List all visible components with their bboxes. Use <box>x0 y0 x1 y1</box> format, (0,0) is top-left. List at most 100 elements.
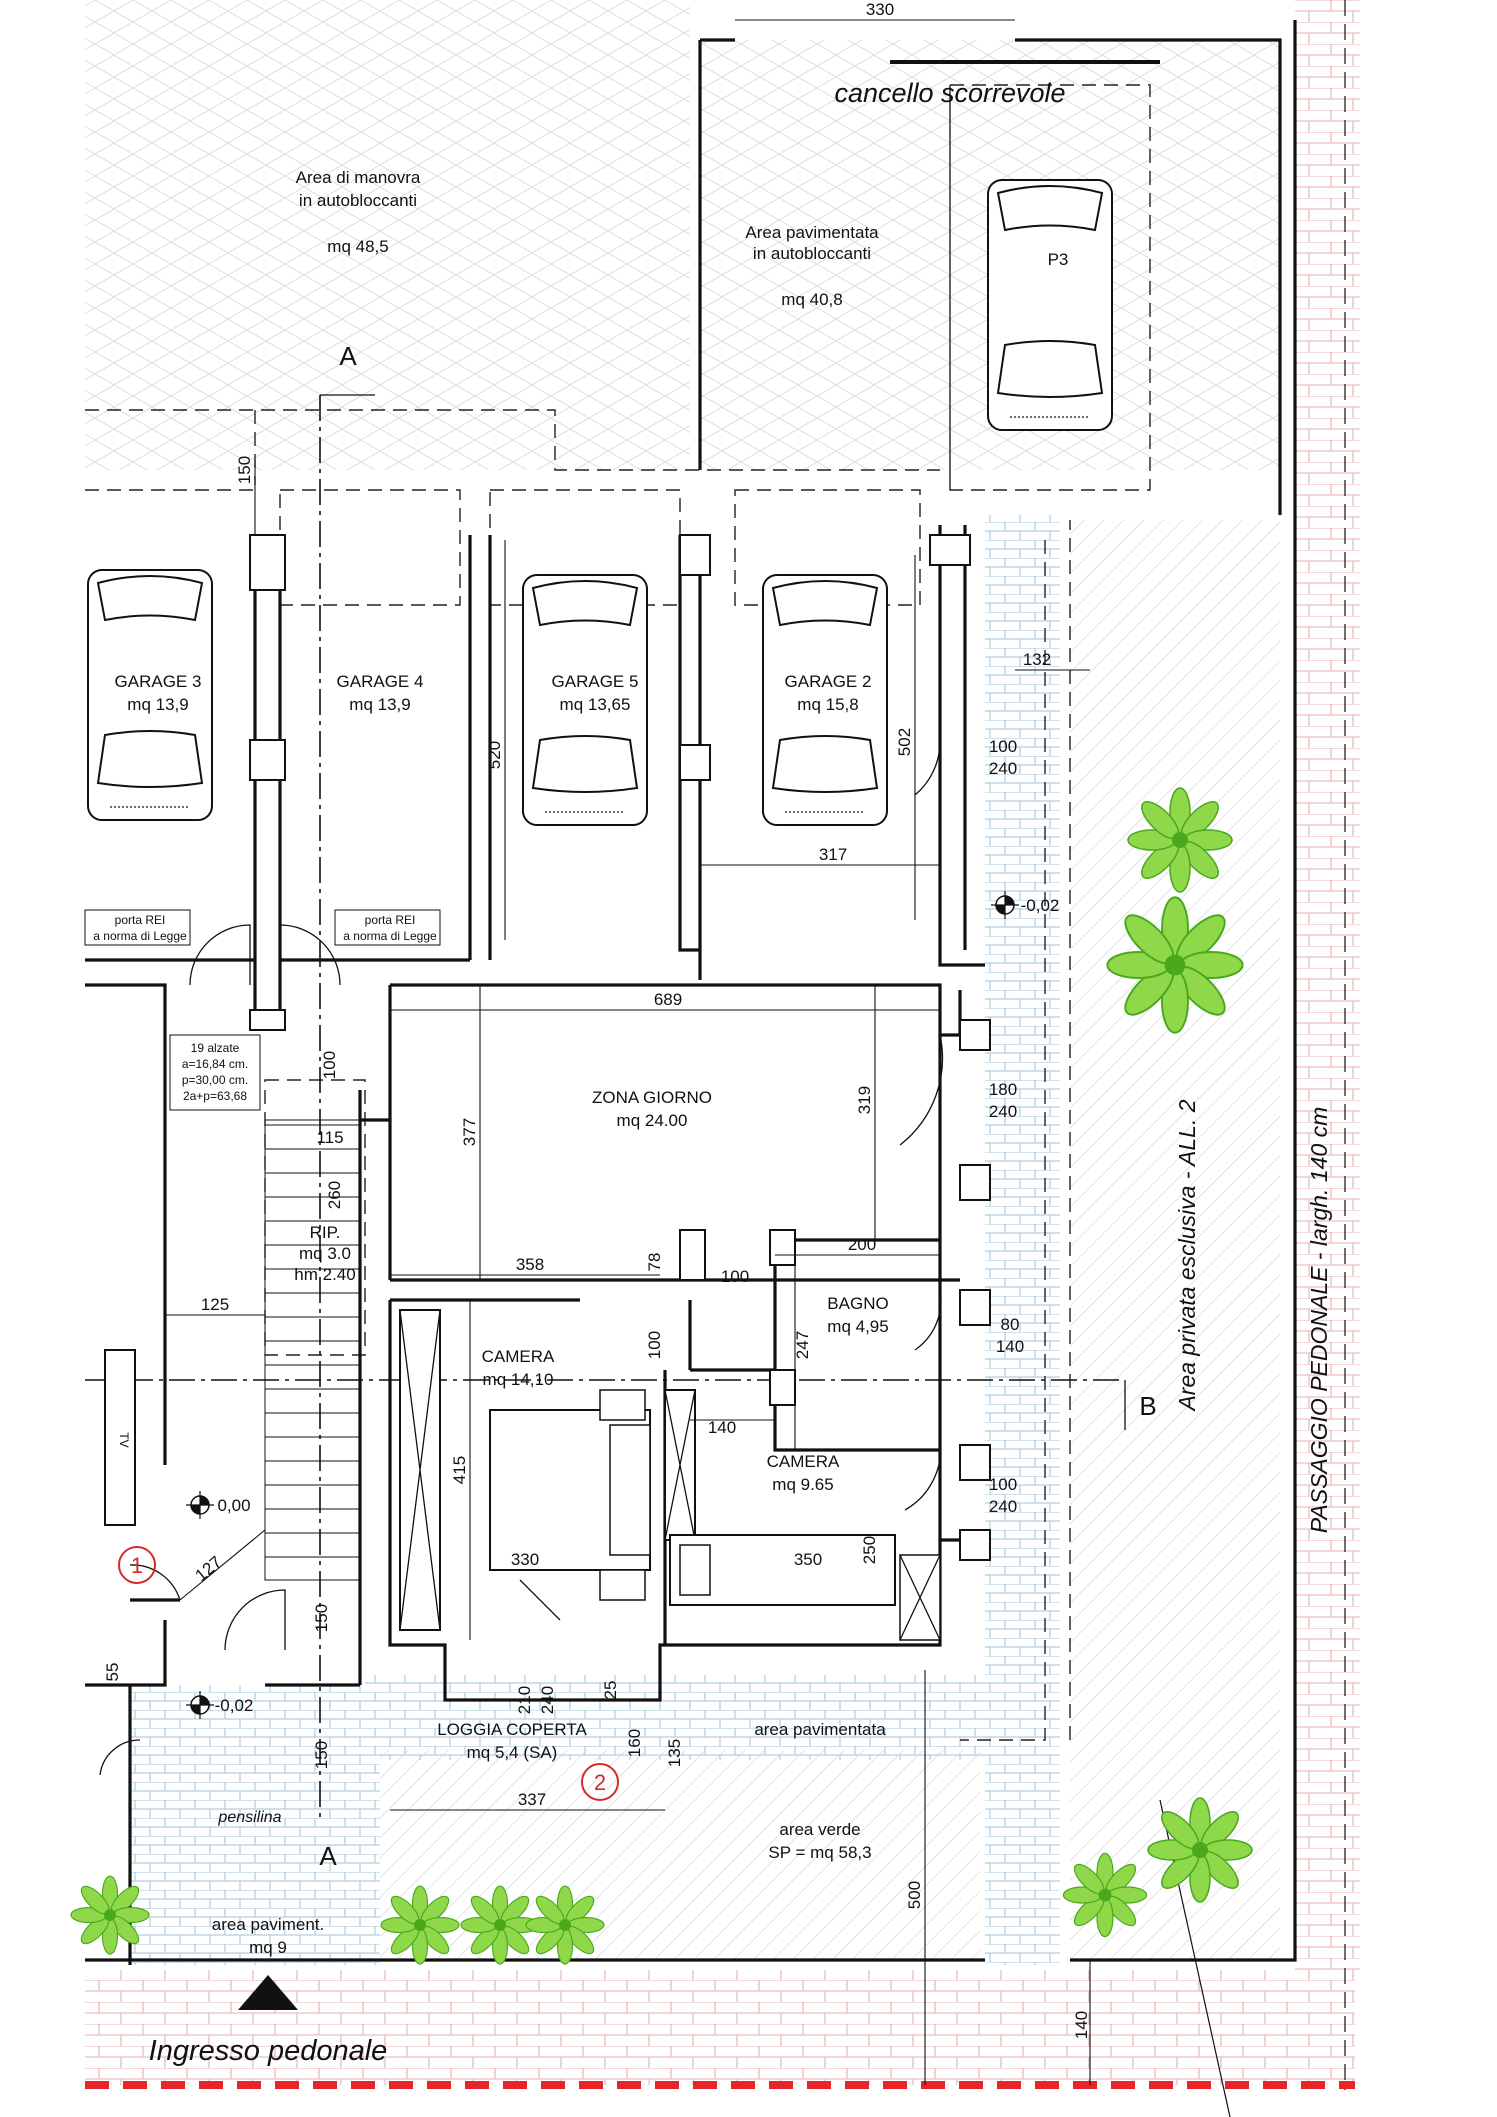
porta-rei-1-line2: a norma di Legge <box>93 929 187 943</box>
level-left: -0,02 <box>215 1696 254 1715</box>
wardrobe-left-cross <box>399 1309 441 1631</box>
dim-115: 115 <box>316 1128 343 1147</box>
camera1-area: mq 14,10 <box>483 1370 554 1389</box>
tv-label: TV <box>117 1432 131 1447</box>
dim-25: 25 <box>601 1681 620 1700</box>
garage4-name: GARAGE 4 <box>337 672 424 691</box>
dim-135: 135 <box>665 1739 684 1767</box>
maneuver-area <box>85 0 690 470</box>
paved-small-line2: mq 9 <box>249 1938 287 1957</box>
plant-icon <box>1147 1797 1253 1903</box>
marker-1: 1 <box>131 1553 143 1578</box>
dim-150a: 150 <box>235 456 254 484</box>
paved-small-line1: area paviment. <box>212 1915 324 1934</box>
dim-358: 358 <box>516 1255 544 1274</box>
path-dashed <box>960 520 1071 1741</box>
stairs-note-line2: a=16,84 cm. <box>182 1057 248 1071</box>
dim-350: 350 <box>794 1550 822 1569</box>
camera2-name: CAMERA <box>767 1452 840 1471</box>
dim-140-a: 140 <box>708 1418 736 1437</box>
camera2-area: mq 9.65 <box>772 1475 833 1494</box>
dim-100-top: 100 <box>320 1051 339 1079</box>
rip-height: hm 2.40 <box>294 1265 355 1284</box>
section-a-bottom: A <box>319 1841 337 1871</box>
dim-210: 210 <box>515 1686 534 1714</box>
garage5-name: GARAGE 5 <box>552 672 639 691</box>
dim-377: 377 <box>460 1118 479 1146</box>
dim-100-c: 100 <box>645 1331 664 1359</box>
garage2-area: mq 15,8 <box>797 695 858 714</box>
plant-icon <box>380 1885 460 1965</box>
garage2-name: GARAGE 2 <box>785 672 872 691</box>
parking-label: P3 <box>1048 250 1069 269</box>
paved-top-line2: in autobloccanti <box>753 244 871 263</box>
dim-319: 319 <box>855 1086 874 1114</box>
rip-name: RIP. <box>310 1223 341 1242</box>
door-swings <box>99 739 944 1776</box>
dim-140-w: 140 <box>996 1337 1024 1356</box>
loggia-name: LOGGIA COPERTA <box>437 1720 587 1739</box>
dim-80: 80 <box>1001 1315 1020 1334</box>
porta-rei-2-line2: a norma di Legge <box>343 929 437 943</box>
plant-icon <box>1106 896 1244 1034</box>
pensilina-label: pensilina <box>217 1809 281 1826</box>
bathroom-fixtures-cross <box>899 1554 941 1641</box>
dim-180: 180 <box>989 1080 1017 1099</box>
parking-dashed <box>949 84 1151 491</box>
maneuver-area-line1: Area di manovra <box>296 168 421 187</box>
marker-2-circle <box>581 1763 619 1801</box>
green-area-line2: SP = mq 58,3 <box>768 1843 871 1862</box>
dim-55: 55 <box>103 1663 122 1682</box>
garage-wall-blocks <box>249 534 971 1031</box>
single-bed-pillow <box>679 1544 711 1596</box>
dim-100-b: 100 <box>721 1267 749 1286</box>
dim-689: 689 <box>654 990 682 1009</box>
dim-415: 415 <box>450 1456 469 1484</box>
car-p3 <box>987 179 1113 431</box>
dim-100-d: 100 <box>989 1475 1017 1494</box>
bed-pillows <box>609 1424 651 1556</box>
wardrobe-right-cross <box>664 1389 696 1541</box>
porta-rei-box-1 <box>84 909 191 946</box>
dim-150-b: 150 <box>312 1604 331 1632</box>
tv-cabinet <box>104 1349 136 1526</box>
entrance-arrow-icon <box>238 1975 298 2010</box>
nightstand-1 <box>599 1389 646 1421</box>
gate-label: cancello scorrevole <box>834 78 1065 108</box>
private-area-hatch <box>1070 520 1280 1960</box>
section-b: B <box>1139 1391 1156 1421</box>
paved-strip-label: area pavimentata <box>754 1720 886 1739</box>
pedestrian-passage: PASSAGGIO PEDONALE - largh. 140 cm <box>1306 1107 1332 1534</box>
right-brick-strip <box>1295 0 1360 1970</box>
stairs-note-line1: 19 alzate <box>191 1041 240 1055</box>
dim-78: 78 <box>645 1253 664 1272</box>
porta-rei-1-line1: porta REI <box>115 913 166 927</box>
dim-240-c: 240 <box>989 1497 1017 1516</box>
section-a-top: A <box>339 341 357 371</box>
dim-150-c: 150 <box>312 1741 331 1769</box>
level-marker-icon <box>185 1490 215 1520</box>
pedestrian-entrance: Ingresso pedonale <box>149 2035 388 2067</box>
paving-strip-horizontal <box>365 1675 985 1760</box>
bagno-area: mq 4,95 <box>827 1317 888 1336</box>
dim-260: 260 <box>325 1181 344 1209</box>
zona-giorno-name: ZONA GIORNO <box>592 1088 712 1107</box>
marker-2: 2 <box>594 1770 606 1795</box>
dim-132: 132 <box>1023 650 1051 669</box>
paved-top-line3: mq 40,8 <box>781 290 842 309</box>
dim-502: 502 <box>895 728 914 756</box>
rip-area: mq 3.0 <box>299 1244 351 1263</box>
dim-330: 330 <box>866 0 894 19</box>
stairs-dashed <box>264 1079 366 1356</box>
dim-100-a: 100 <box>989 737 1017 756</box>
dim-337: 337 <box>518 1790 546 1809</box>
zona-giorno-area: mq 24.00 <box>617 1111 688 1130</box>
dim-520: 520 <box>485 741 504 769</box>
dwelling-wall-blocks <box>679 1019 991 1561</box>
garage3-area: mq 13,9 <box>127 695 188 714</box>
bagno-name: BAGNO <box>827 1294 888 1313</box>
dim-317: 317 <box>819 845 847 864</box>
dim-330-b: 330 <box>511 1550 539 1569</box>
porta-rei-box-2 <box>334 909 441 946</box>
